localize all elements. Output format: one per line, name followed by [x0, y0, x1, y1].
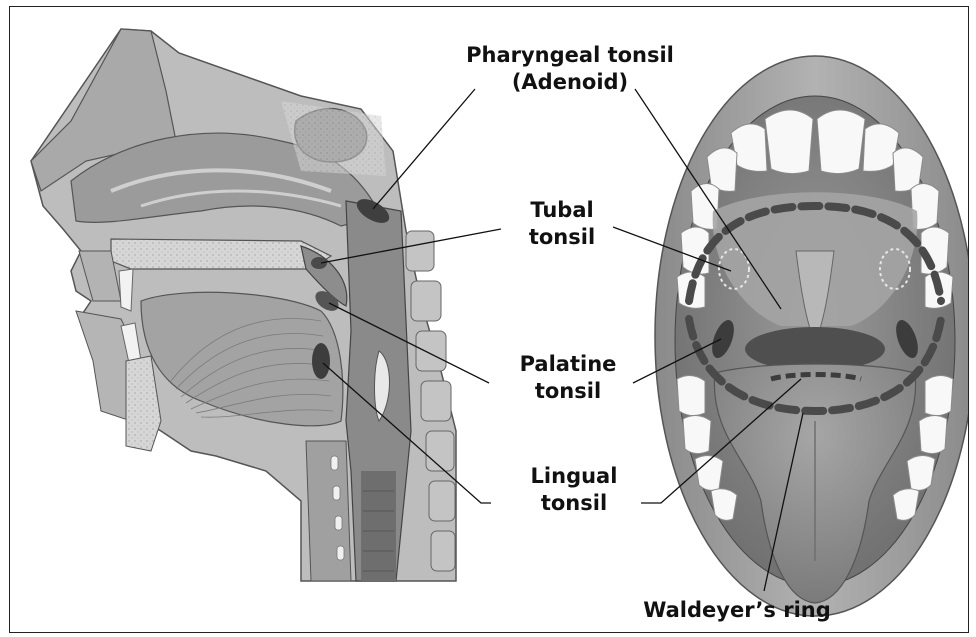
- label-lingual-tonsil: Lingual tonsil: [504, 463, 644, 517]
- label-lingual-line1: Lingual: [504, 463, 644, 490]
- label-tubal-line2: tonsil: [502, 224, 622, 251]
- label-pharyngeal-tonsil: Pharyngeal tonsil (Adenoid): [434, 42, 706, 96]
- label-pharyngeal-line2: (Adenoid): [434, 69, 706, 96]
- sagittal-head-section: [31, 29, 456, 581]
- diagram-canvas: [10, 7, 969, 633]
- hard-palate: [111, 239, 331, 269]
- upper-incisor: [119, 269, 133, 311]
- label-palatine-tonsil: Palatine tonsil: [498, 351, 638, 405]
- label-palatine-line1: Palatine: [498, 351, 638, 378]
- tubal-tonsil-sagittal: [311, 257, 327, 269]
- label-tubal-tonsil: Tubal tonsil: [502, 197, 622, 251]
- label-palatine-line2: tonsil: [498, 378, 638, 405]
- label-waldeyers-ring: Waldeyer’s ring: [622, 597, 852, 624]
- diagram-frame: Pharyngeal tonsil (Adenoid) Tubal tonsil…: [9, 6, 969, 633]
- label-tubal-line1: Tubal: [502, 197, 622, 224]
- label-lingual-line2: tonsil: [504, 490, 644, 517]
- label-pharyngeal-line1: Pharyngeal tonsil: [434, 42, 706, 69]
- lingual-tonsil-sagittal: [312, 343, 330, 379]
- open-mouth-view: [655, 56, 969, 616]
